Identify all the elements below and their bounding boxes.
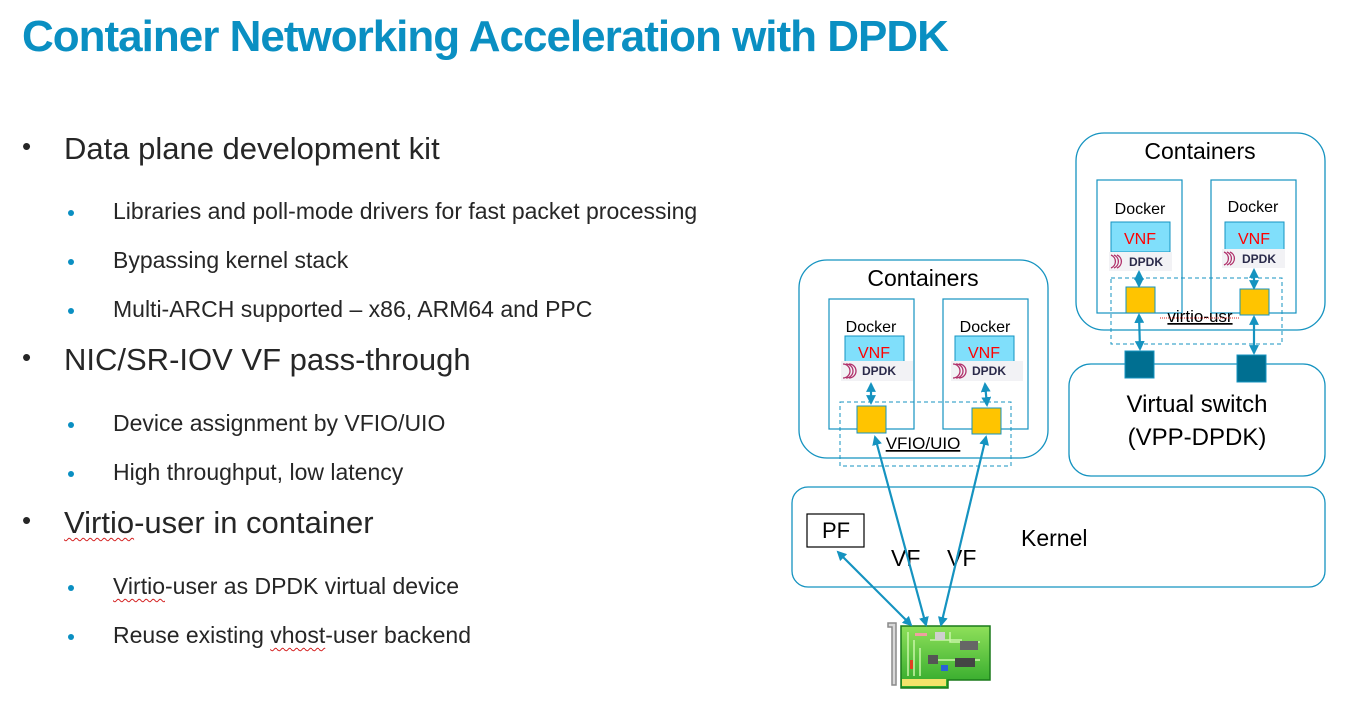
dpdk-logo-icon: DPDK [1222, 249, 1285, 268]
svg-text:DPDK: DPDK [1242, 252, 1276, 266]
vswitch-label: Virtual switch [1127, 391, 1268, 418]
containers-label: Containers [1144, 138, 1255, 164]
vswitch-port-icon [1124, 350, 1155, 379]
docker-container: Docker VNF DPDK [942, 298, 1029, 430]
bidirectional-arrow [980, 382, 992, 407]
dpdk-logo-icon: DPDK [951, 361, 1023, 381]
network-card-icon [887, 622, 991, 689]
bidirectional-arrow [1134, 313, 1145, 351]
vf-link-arrow [938, 435, 989, 627]
svg-text:DPDK: DPDK [1129, 255, 1163, 269]
vf-label: VF [947, 545, 976, 571]
bullet-dot-icon: • [22, 342, 32, 372]
vf-link-arrow [872, 435, 929, 627]
vnf-label: VNF [1238, 231, 1270, 248]
containers-label: Containers [867, 265, 978, 291]
bullet-dot-icon [68, 585, 74, 591]
virtual-switch-box [1068, 363, 1326, 477]
vfio-uio-label: VFIO/UIO [886, 434, 961, 453]
slide-title: Container Networking Acceleration with D… [22, 12, 949, 61]
dpdk-logo-icon: DPDK [1109, 252, 1172, 271]
docker-label: Docker [846, 319, 897, 336]
bullet-dot-icon: • [22, 131, 32, 161]
vfio-dashed-region [839, 401, 1012, 467]
bullet-dot-icon [68, 634, 74, 640]
virtio-usr-label: virtio-usr [1167, 307, 1233, 326]
bullet-dot-icon [68, 210, 74, 216]
spellcheck-word: Virtio [64, 505, 135, 540]
vnf-label: VNF [858, 345, 890, 362]
spellcheck-word: Virtio [113, 573, 165, 599]
docker-label: Docker [1228, 199, 1279, 216]
vnf-label: VNF [968, 345, 1000, 362]
bullet-dot-icon: • [22, 505, 32, 535]
virtio-dashed-region [1110, 277, 1283, 345]
vswitch-port-icon [1236, 354, 1267, 383]
vnf-label: VNF [1124, 231, 1156, 248]
svg-text:PF: PF [822, 518, 850, 543]
svg-text:Kernel: Kernel [1021, 525, 1087, 551]
bullet-dot-icon [68, 308, 74, 314]
bullet-list: • Data plane development kit Libraries a… [22, 131, 698, 648]
pf-box: PF [806, 513, 865, 548]
bullet-dot-icon [68, 259, 74, 265]
svg-text:DPDK: DPDK [862, 364, 896, 378]
kernel-box: Kernel PF VF VF [791, 486, 1326, 588]
vswitch-sublabel: (VPP-DPDK) [1128, 424, 1267, 451]
bullet-dot-icon [68, 471, 74, 477]
docker-label: Docker [1115, 201, 1166, 218]
docker-label: Docker [960, 319, 1011, 336]
dpdk-logo-icon: DPDK [841, 361, 913, 381]
svg-text:DPDK: DPDK [972, 364, 1006, 378]
left-containers-group: Containers Docker VNF DPDK Docker VNF DP… [798, 259, 1049, 467]
bullet-dot-icon [68, 422, 74, 428]
virtio-port-icon [1125, 286, 1156, 314]
vf-port-icon [971, 407, 1002, 435]
right-containers-group: Containers Virtual switch (VPP-DPDK) Doc… [1068, 132, 1326, 477]
spellcheck-word: vhost [270, 622, 326, 648]
virtio-port-icon [1239, 288, 1270, 316]
vf-port-icon [856, 405, 887, 434]
